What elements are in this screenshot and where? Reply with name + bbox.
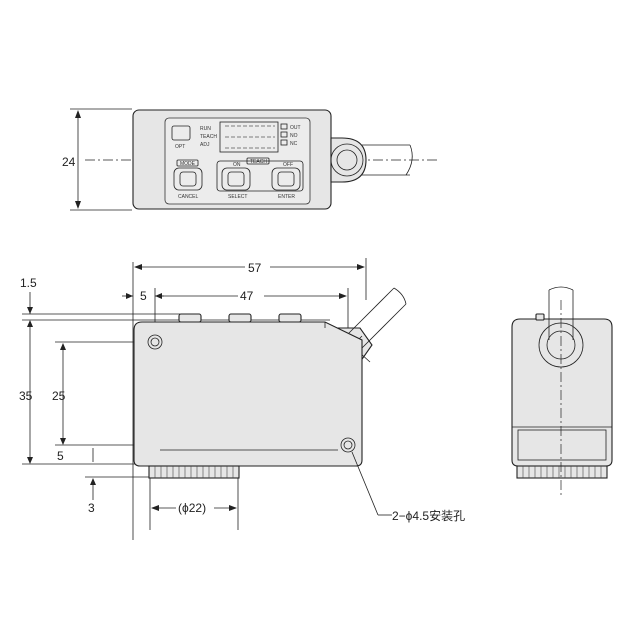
teach-label: TEACH <box>200 134 217 140</box>
out-label: OUT <box>290 125 301 131</box>
on-label: ON <box>233 162 241 168</box>
teach-tab-label: TEACH <box>250 159 267 165</box>
sensor-body-side <box>511 318 613 467</box>
top-buttons <box>178 313 302 323</box>
no-label: NO <box>290 133 298 139</box>
dim-5-bottom-label: 5 <box>57 449 64 463</box>
mounting-hole-right <box>340 437 356 453</box>
dim-47-label: 47 <box>240 289 254 303</box>
mode-button[interactable] <box>173 167 203 191</box>
top-view: 24 OPT RUN TEACH ADJ <box>62 108 440 211</box>
mode-label: MODE <box>180 161 196 167</box>
enter-label: ENTER <box>278 194 295 200</box>
dim-25-label: 25 <box>52 389 66 403</box>
opt-label: OPT <box>175 144 185 150</box>
dim-3-label: 3 <box>88 501 95 515</box>
mounting-hole-left <box>147 334 163 350</box>
dim-57-label: 57 <box>248 261 262 275</box>
enter-button[interactable] <box>271 167 301 191</box>
seven-segment-digits <box>225 125 275 149</box>
cable-gland-top <box>330 137 413 183</box>
dim-24-label: 24 <box>62 155 76 169</box>
opt-button[interactable] <box>171 125 191 141</box>
lens-ring-side <box>516 465 608 479</box>
sensor-body-front <box>133 321 363 467</box>
select-label: SELECT <box>228 194 247 200</box>
run-label: RUN <box>200 126 211 132</box>
lens-ring <box>148 465 240 479</box>
nc-label: NC <box>290 141 298 147</box>
side-view <box>511 286 613 495</box>
off-label: OFF <box>283 162 293 168</box>
front-view: 57 5 47 1.5 35 25 5 <box>19 258 465 540</box>
dim-phi22-label: (ϕ22) <box>178 501 206 515</box>
dim-5-top-label: 5 <box>140 289 147 303</box>
hole-note: 2−ϕ4.5安装孔 <box>392 508 465 523</box>
select-button[interactable] <box>221 167 251 191</box>
dim-35-label: 35 <box>19 389 33 403</box>
adj-label: ADJ <box>200 142 210 148</box>
display-window <box>219 121 279 153</box>
cancel-label: CANCEL <box>178 194 199 200</box>
dim-1-5-label: 1.5 <box>20 276 37 290</box>
control-panel: OPT RUN TEACH ADJ OUT NO NC MODE <box>164 117 311 205</box>
